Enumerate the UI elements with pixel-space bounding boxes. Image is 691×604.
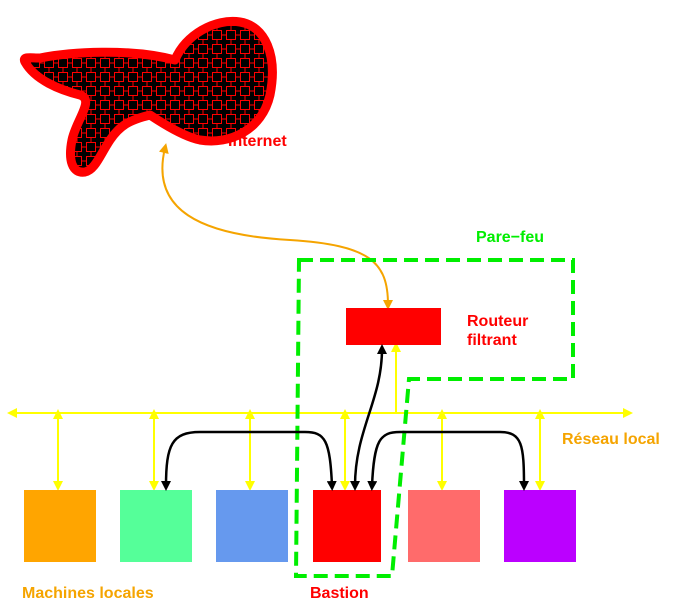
machine-3 <box>216 490 288 562</box>
machine-6 <box>504 490 576 562</box>
router-box <box>346 308 441 345</box>
machine-1 <box>24 490 96 562</box>
lan-drop-links <box>53 342 545 491</box>
firewall-outline <box>293 258 575 578</box>
bastion-label: Bastion <box>310 585 369 602</box>
internet-router-link <box>158 143 393 310</box>
local-machines-label: Machines locales <box>22 585 154 602</box>
internet-cloud <box>19 16 277 177</box>
router-label-line1: Routeur <box>467 313 528 330</box>
machine-5 <box>408 490 480 562</box>
firewall-label: Pare−feu <box>476 229 544 246</box>
bastion-links <box>161 344 529 491</box>
lan-label: Réseau local <box>562 431 660 448</box>
internet-label: Internet <box>228 133 287 150</box>
router-label-line2: filtrant <box>467 332 517 349</box>
machine-2 <box>120 490 192 562</box>
bastion-machine <box>313 490 381 562</box>
